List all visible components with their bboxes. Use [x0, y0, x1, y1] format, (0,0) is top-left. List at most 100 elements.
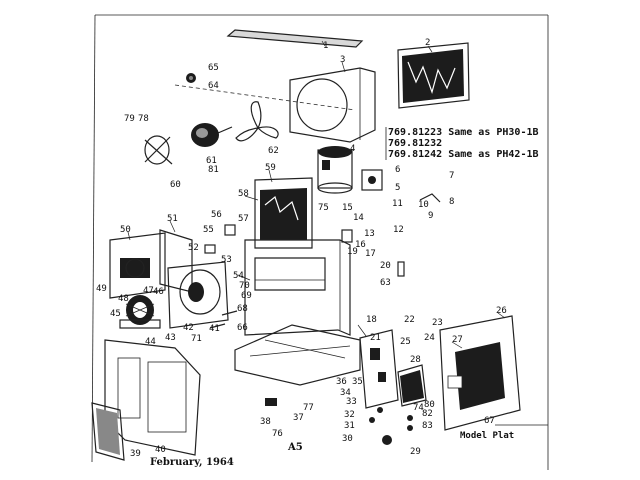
callout-2: 2 — [425, 38, 430, 48]
callout-79: 79 — [124, 114, 135, 124]
callout-44: 44 — [145, 337, 156, 347]
callout-28: 28 — [410, 355, 421, 365]
callout-60: 60 — [170, 180, 181, 190]
callout-13: 13 — [364, 229, 375, 239]
callout-5: 5 — [395, 183, 400, 193]
callout-43: 43 — [165, 333, 176, 343]
callout-69: 69 — [241, 291, 252, 301]
callout-51: 51 — [167, 214, 178, 224]
motor-mount — [144, 135, 173, 165]
callout-45: 45 — [110, 309, 121, 319]
fan-motor — [191, 123, 233, 147]
callout-24: 24 — [424, 333, 435, 343]
footer-date: February, 1964 — [150, 457, 234, 468]
callout-82: 82 — [422, 409, 433, 419]
callout-20: 20 — [380, 261, 391, 271]
callout-29: 29 — [410, 447, 421, 457]
fan-blade — [235, 101, 279, 142]
base-pan — [234, 324, 361, 386]
callout-27: 27 — [452, 335, 463, 345]
callout-81: 81 — [208, 165, 219, 175]
callout-35: 35 — [352, 377, 363, 387]
center-partition — [244, 239, 351, 336]
callout-1: 1 — [323, 41, 328, 51]
callout-34: 34 — [340, 388, 351, 398]
callout-56: 56 — [211, 210, 222, 220]
callout-54: 54 — [233, 271, 244, 281]
callout-18: 18 — [366, 315, 377, 325]
callout-46: 46 — [153, 287, 164, 297]
callout-48: 48 — [118, 294, 129, 304]
callout-58: 58 — [238, 189, 249, 199]
callout-61: 61 — [206, 156, 217, 166]
callout-66: 66 — [237, 323, 248, 333]
callout-41: 41 — [209, 324, 220, 334]
callout-11: 11 — [392, 199, 403, 209]
callout-40: 40 — [155, 445, 166, 455]
callout-25: 25 — [400, 337, 411, 347]
callout-8: 8 — [449, 197, 454, 207]
leader-lines — [127, 40, 506, 349]
callout-4: 4 — [350, 144, 355, 154]
model-ref-3: 769.81242 Same as PH42-1B — [388, 149, 539, 160]
callout-32: 32 — [344, 410, 355, 420]
fan-orifice-panel — [289, 67, 376, 143]
filter-small — [397, 364, 427, 407]
callout-33: 33 — [346, 397, 357, 407]
callout-71: 71 — [191, 334, 202, 344]
side-panel — [439, 315, 521, 431]
callout-3: 3 — [340, 55, 345, 65]
electrical-box — [359, 329, 399, 409]
callout-53: 53 — [221, 255, 232, 265]
callout-52: 52 — [188, 243, 199, 253]
model-ref-1: 769.81223 Same as PH30-1B — [388, 127, 539, 138]
border-left — [91, 14, 96, 463]
callout-30: 30 — [342, 434, 353, 444]
page-code: A5 — [287, 442, 303, 453]
callout-19: 19 — [347, 247, 358, 257]
blower-scroll — [167, 261, 229, 329]
small-parts — [119, 224, 413, 445]
callout-9: 9 — [428, 211, 433, 221]
callout-70: 70 — [239, 281, 250, 291]
callout-22: 22 — [404, 315, 415, 325]
callout-26: 26 — [496, 306, 507, 316]
access-grille — [91, 402, 125, 461]
callout-62: 62 — [268, 146, 279, 156]
filter — [397, 42, 470, 109]
callout-39: 39 — [130, 449, 141, 459]
callout-42: 42 — [183, 323, 194, 333]
callout-74: 74 — [413, 403, 424, 413]
callout-38: 38 — [260, 417, 271, 427]
callout-31: 31 — [344, 421, 355, 431]
callout-12: 12 — [393, 225, 404, 235]
compressor — [317, 146, 353, 194]
front-panel — [104, 339, 201, 456]
grommet — [186, 73, 196, 83]
callout-50: 50 — [120, 225, 131, 235]
callout-6: 6 — [395, 165, 400, 175]
callout-67: 67 — [484, 416, 495, 426]
callout-15: 15 — [342, 203, 353, 213]
model-plate-label: Model Plat — [460, 431, 514, 441]
callout-7: 7 — [449, 171, 454, 181]
callout-21: 21 — [370, 333, 381, 343]
service-valves — [361, 169, 441, 203]
callout-76: 76 — [272, 429, 283, 439]
callout-77: 77 — [303, 403, 314, 413]
callout-64: 64 — [208, 81, 219, 91]
condenser-coil — [254, 177, 313, 249]
top-panel — [226, 29, 364, 48]
callout-47: 47 — [143, 286, 154, 296]
model-ref-2: 769.81232 — [388, 138, 442, 149]
callout-36: 36 — [336, 377, 347, 387]
callout-37: 37 — [293, 413, 304, 423]
callout-80: 80 — [424, 400, 435, 410]
callout-68: 68 — [237, 304, 248, 314]
callout-57: 57 — [238, 214, 249, 224]
callout-55: 55 — [203, 225, 214, 235]
callout-23: 23 — [432, 318, 443, 328]
fan-assembly-centerline — [174, 84, 356, 111]
callout-14: 14 — [353, 213, 364, 223]
